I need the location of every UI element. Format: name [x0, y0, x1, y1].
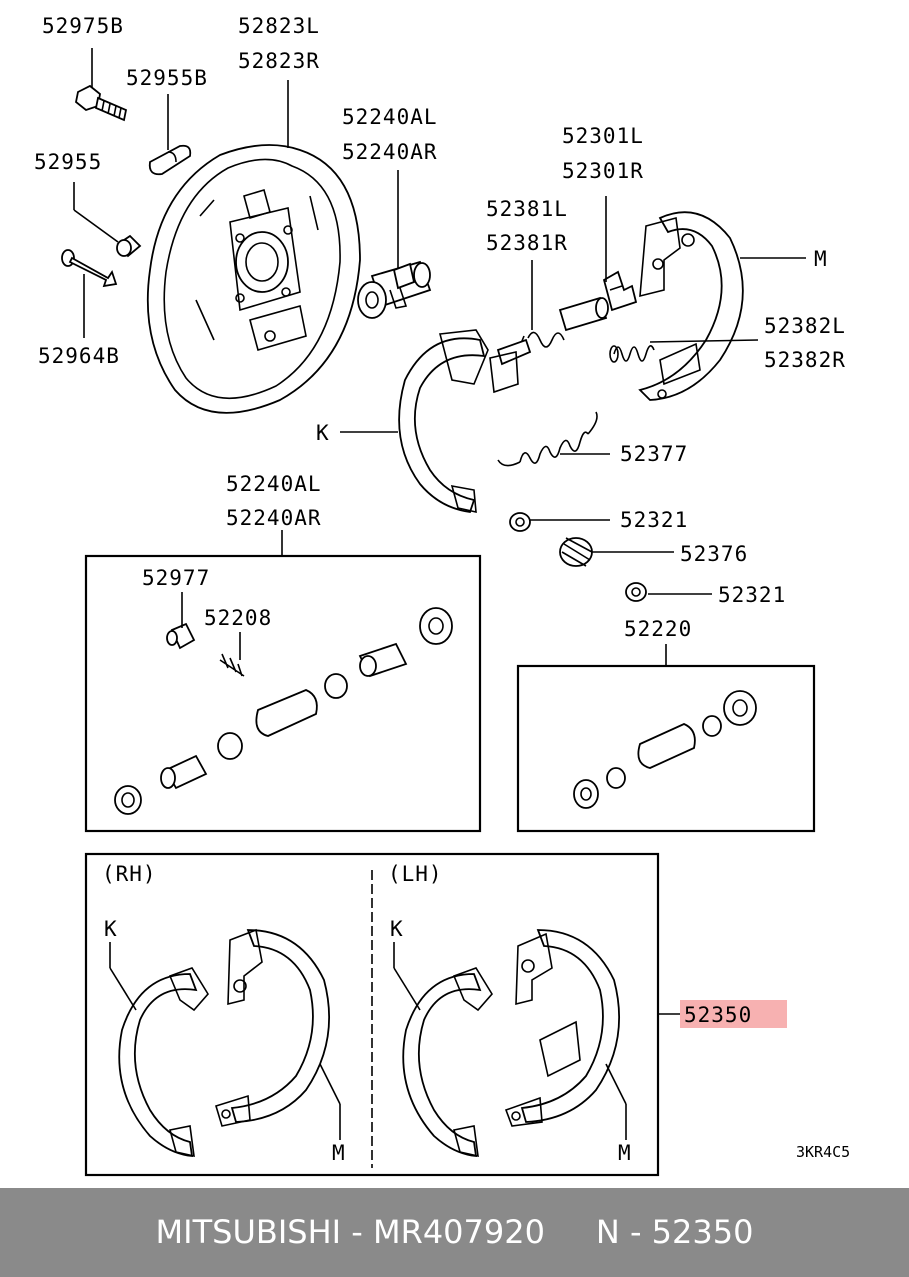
label-52382r: 52382R — [764, 348, 846, 372]
label-52381r: 52381R — [486, 231, 568, 255]
shoe-k-lh — [402, 967, 493, 1158]
washer-52321-b — [625, 582, 647, 602]
label-52321-a: 52321 — [620, 508, 688, 532]
label-m-top: M — [814, 247, 828, 271]
label-52377: 52377 — [620, 442, 688, 466]
parts-diagram: 52975B 52823L 52823R 52955B 52955 52964B… — [34, 14, 850, 1177]
label-52376: 52376 — [680, 542, 748, 566]
spring-52382 — [609, 345, 655, 363]
kit-parts-52220 — [573, 690, 757, 809]
footer-part-title: MITSUBISHI - MR407920 N - 52350 — [155, 1213, 754, 1251]
spring-52376 — [559, 537, 593, 567]
label-52350: 52350 — [684, 1003, 752, 1027]
label-52955: 52955 — [34, 150, 102, 174]
label-k-lh: K — [390, 917, 404, 941]
washer-52321-a — [509, 512, 531, 532]
label-52975b: 52975B — [42, 14, 124, 38]
label-52240ar-top: 52240AR — [342, 140, 438, 164]
shoe-k-top — [398, 329, 519, 514]
label-52301l: 52301L — [562, 124, 644, 148]
label-k-top: K — [316, 421, 330, 445]
kit-box-52240a — [84, 554, 482, 833]
label-52321-b: 52321 — [718, 583, 786, 607]
label-lh: (LH) — [388, 862, 443, 886]
part-labels: 52975B 52823L 52823R 52955B 52955 52964B… — [34, 14, 850, 1165]
label-52240ar-kit: 52240AR — [226, 506, 322, 530]
shoe-m-top — [638, 211, 744, 401]
label-m-lh: M — [618, 1141, 632, 1165]
label-52240al-top: 52240AL — [342, 105, 438, 129]
label-52964b: 52964B — [38, 344, 120, 368]
leader-lines — [73, 48, 806, 1140]
label-52823r: 52823R — [238, 49, 320, 73]
label-rh: (RH) — [102, 862, 157, 886]
shoe-m-rh — [215, 928, 330, 1127]
label-52823l: 52823L — [238, 14, 320, 38]
label-52381l: 52381L — [486, 197, 568, 221]
shoe-k-rh — [118, 967, 209, 1158]
pin-52964b — [61, 249, 118, 288]
wheel-cylinder-52240a — [357, 260, 432, 319]
label-52208: 52208 — [204, 606, 272, 630]
label-52955b: 52955B — [126, 66, 208, 90]
highlight-52350 — [680, 1000, 787, 1028]
label-52220: 52220 — [624, 617, 692, 641]
plug-52955b — [148, 144, 192, 176]
label-52977: 52977 — [142, 566, 210, 590]
exploded-view-drawing: 52975B 52823L 52823R 52955B 52955 52964B… — [34, 14, 850, 1177]
label-m-rh: M — [332, 1141, 346, 1165]
bolt-52975b — [75, 84, 128, 122]
adjuster-spring-52381 — [496, 296, 609, 366]
label-52301r: 52301R — [562, 159, 644, 183]
spring-52377 — [497, 411, 598, 467]
shoe-m-lh — [504, 929, 620, 1127]
adjuster-52301 — [602, 270, 638, 312]
diagram-code: 3KR4C5 — [796, 1143, 850, 1161]
label-52382l: 52382L — [764, 314, 846, 338]
kit-parts-52240a — [114, 607, 453, 815]
label-k-rh: K — [104, 917, 118, 941]
footer-bar: MITSUBISHI - MR407920 N - 52350 — [0, 1188, 909, 1277]
sleeve-52955 — [116, 234, 142, 258]
backing-plate-52823 — [146, 144, 361, 414]
label-52240al-kit: 52240AL — [226, 472, 322, 496]
